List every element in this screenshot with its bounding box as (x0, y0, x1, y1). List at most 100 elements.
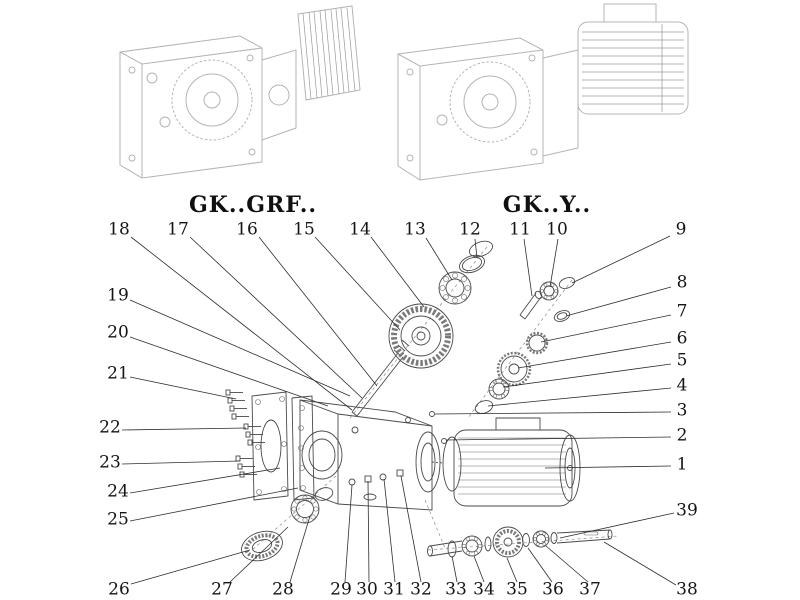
leader-line-31 (383, 478, 396, 583)
cover-plate-drawing (251, 391, 289, 501)
leader-line-9 (571, 235, 671, 284)
assembly-grf-drawing (119, 5, 361, 179)
leader-line-19 (129, 299, 351, 397)
exploded-view-drawing (225, 240, 619, 562)
leader-line-22 (121, 427, 247, 431)
gear-housing-drawing (299, 399, 447, 511)
part-number-26: 26 (108, 579, 130, 600)
part-number-24: 24 (107, 481, 129, 502)
part-number-31: 31 (383, 579, 405, 600)
assembly-y-drawing (397, 3, 689, 181)
leader-line-37 (545, 545, 589, 583)
part-number-2: 2 (676, 425, 688, 446)
part-number-25: 25 (107, 509, 129, 530)
part-number-20: 20 (107, 322, 129, 343)
ring-9-drawing (558, 277, 576, 289)
part-number-22: 22 (99, 417, 121, 438)
part-number-5: 5 (676, 350, 688, 371)
part-number-28: 28 (272, 579, 294, 600)
part-number-33: 33 (445, 579, 467, 600)
gear-6-drawing (496, 351, 532, 387)
bearing-5-drawing (488, 378, 510, 400)
leader-line-6 (517, 341, 672, 369)
bearing-10-drawing (539, 281, 559, 301)
leader-line-36 (527, 547, 553, 583)
leader-line-14 (370, 236, 425, 308)
ring-4-drawing (474, 400, 494, 414)
leader-line-17 (189, 236, 363, 399)
leader-line-4 (487, 387, 672, 407)
leader-line-15 (314, 236, 401, 331)
part-number-23: 23 (99, 452, 121, 473)
rings-12-drawing (459, 240, 493, 274)
part-number-6: 6 (676, 328, 688, 349)
leader-line-32 (400, 475, 422, 583)
part-number-10: 10 (546, 219, 568, 240)
part-number-19: 19 (107, 285, 129, 306)
part-number-3: 3 (676, 400, 688, 421)
motor-fins-y (582, 31, 684, 105)
part-number-37: 37 (579, 579, 601, 600)
part-number-18: 18 (108, 219, 130, 240)
part-number-36: 36 (542, 579, 564, 600)
part-number-39: 39 (676, 500, 698, 521)
output-axis-link-line (424, 499, 446, 549)
part-number-8: 8 (676, 272, 688, 293)
part-number-27: 27 (211, 579, 233, 600)
leader-line-2 (445, 436, 672, 441)
motor-drawing-exploded (431, 417, 581, 507)
part-number-7: 7 (676, 301, 688, 322)
leader-line-26 (130, 549, 251, 585)
leader-line-20 (129, 336, 329, 407)
leader-line-7 (540, 314, 672, 343)
bolt-set-22-drawing (243, 423, 265, 446)
part-number-21: 21 (107, 363, 129, 384)
leader-line-16 (258, 236, 378, 387)
leader-line-21 (129, 376, 237, 400)
bevel-pinion-drawing (525, 331, 549, 355)
part-number-32: 32 (410, 579, 432, 600)
part-number-14: 14 (349, 219, 371, 240)
ring-8-drawing (553, 310, 571, 322)
motor-drawing-y (577, 3, 689, 115)
leader-line-34 (473, 555, 485, 583)
leader-line-33 (451, 555, 458, 583)
leader-line-30 (367, 480, 370, 583)
part-number-38: 38 (676, 579, 698, 600)
leader-line-38 (603, 541, 677, 586)
bolt-set-21-drawing (225, 389, 249, 420)
leader-line-24 (129, 467, 281, 494)
pinion-axis-line (467, 279, 573, 419)
output-shaft-assembly-drawing (427, 526, 613, 558)
leader-line-8 (565, 286, 672, 317)
leader-line-29 (344, 484, 353, 583)
part-number-13: 13 (404, 219, 426, 240)
cooling-fins-grf (302, 7, 356, 100)
part-number-35: 35 (506, 579, 528, 600)
part-number-16: 16 (236, 219, 258, 240)
leader-line-39 (559, 512, 675, 539)
leader-line-1 (544, 465, 672, 469)
bearing-13-drawing (438, 271, 472, 305)
pinion-shaft-drawing (519, 290, 543, 320)
part-number-17: 17 (167, 219, 189, 240)
leader-line-23 (121, 460, 241, 465)
part-number-29: 29 (330, 579, 352, 600)
assembly-label-grf: GK..GRF.. (188, 192, 318, 218)
large-gear-drawing (388, 303, 454, 369)
part-number-30: 30 (356, 579, 378, 600)
leader-line-27 (229, 526, 289, 583)
part-number-15: 15 (293, 219, 315, 240)
assembly-label-y: GK..Y.. (502, 192, 592, 218)
part-number-12: 12 (459, 219, 481, 240)
leader-line-13 (425, 237, 453, 281)
part-number-34: 34 (473, 579, 495, 600)
leader-line-12 (474, 238, 478, 259)
leader-line-5 (502, 363, 672, 388)
leader-line-28 (289, 515, 311, 583)
leader-line-10 (549, 238, 559, 288)
leader-line-35 (506, 557, 518, 583)
